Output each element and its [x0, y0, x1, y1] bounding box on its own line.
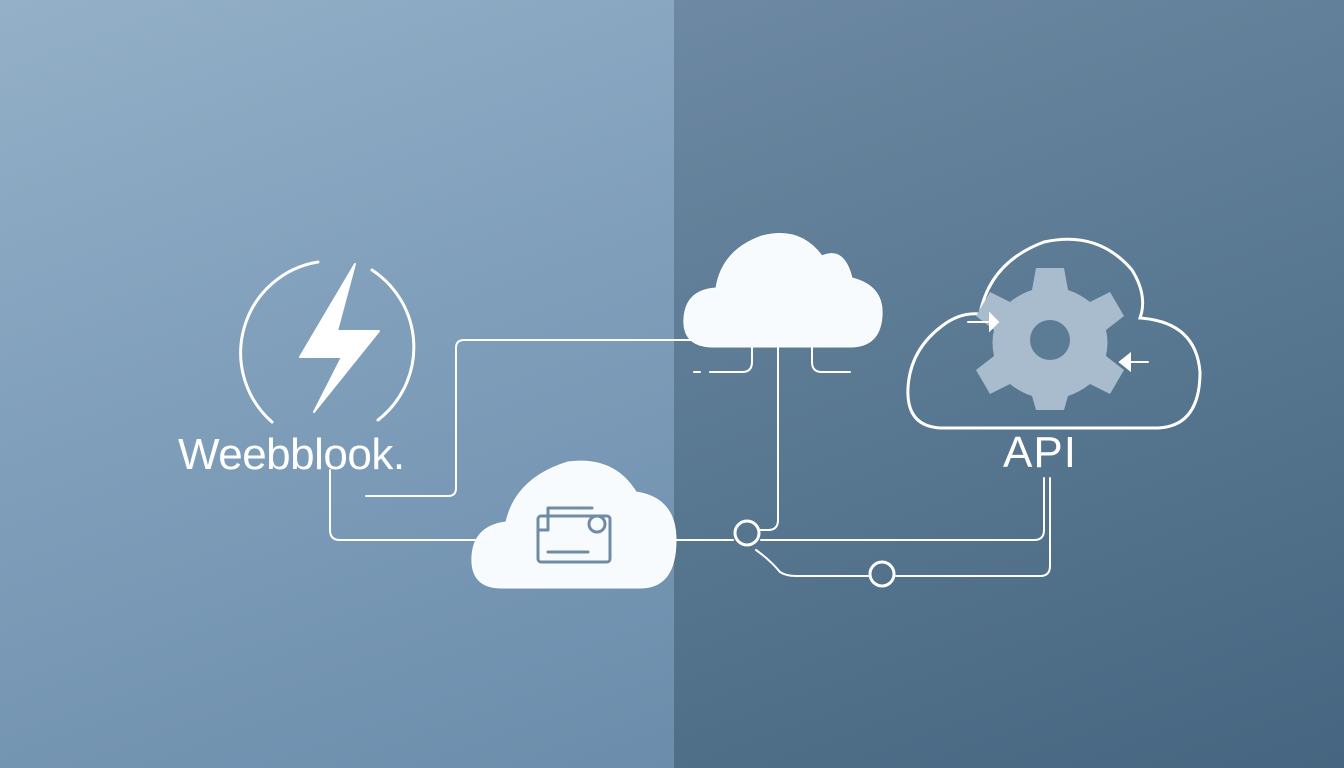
bottom-cloud-node — [471, 460, 677, 589]
cloud-icon — [683, 233, 883, 348]
junction-node-lower — [868, 560, 896, 588]
cloud-drip-right — [811, 345, 851, 373]
connector-lower-branch — [755, 549, 869, 577]
arrow-out-icon — [1118, 351, 1149, 373]
connector-node-to-api — [760, 477, 1045, 541]
connector-webhook-to-cloud — [365, 339, 695, 497]
gear-cloud-icon — [906, 237, 1202, 430]
lightning-bolt-icon — [239, 260, 416, 424]
connector-cloud-to-node — [759, 345, 779, 531]
arrow-in-icon — [967, 311, 1000, 333]
cloud-drip-left — [709, 345, 753, 373]
connector-webhook-to-bottom-cloud — [329, 469, 477, 541]
camera-card-icon — [536, 506, 612, 564]
junction-node-upper — [733, 519, 761, 547]
api-label: API — [1003, 428, 1077, 477]
gear-icon — [976, 268, 1124, 410]
webhook-label: Weebblook. — [178, 430, 405, 479]
connector-lower-to-api — [895, 477, 1051, 577]
